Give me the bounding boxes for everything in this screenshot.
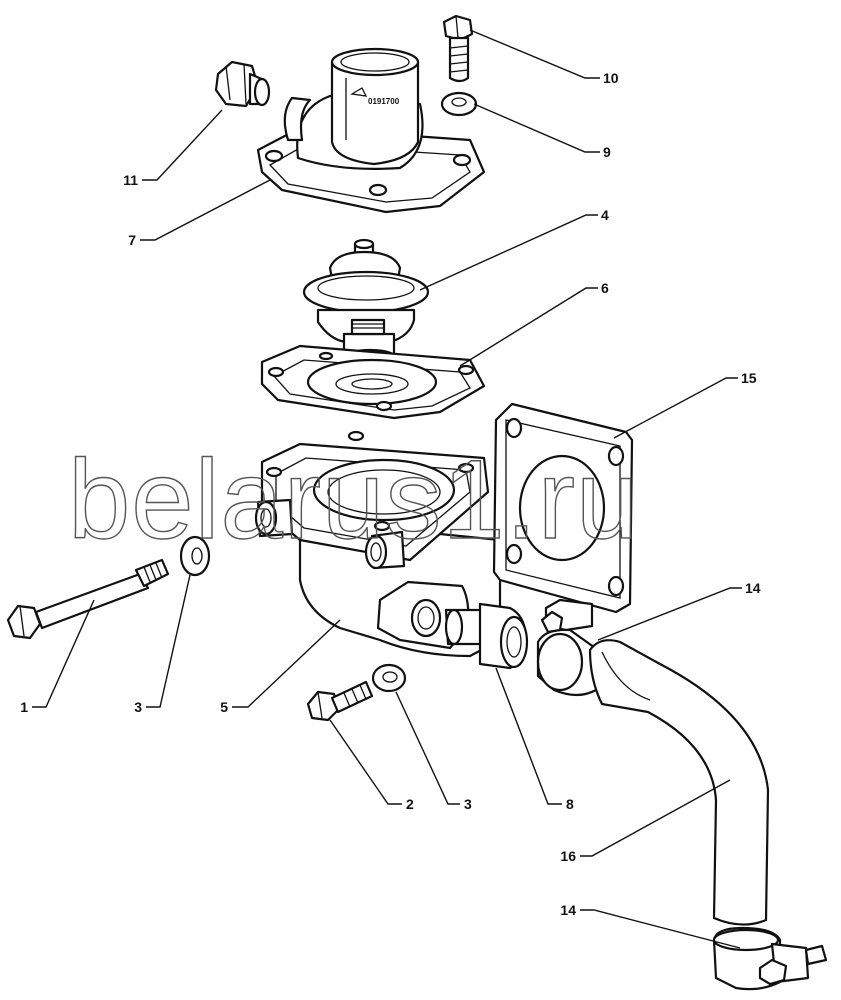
callout-10: 10: [603, 70, 619, 86]
callout-3-left: 3: [134, 699, 142, 715]
callout-6: 6: [601, 280, 609, 296]
flange-gasket: [492, 402, 634, 614]
washer-left: [179, 535, 211, 577]
callout-11: 11: [123, 172, 138, 188]
callout-8: 8: [566, 796, 574, 812]
callout-2: 2: [406, 796, 414, 812]
hose-clamp-lower: [712, 926, 828, 991]
long-bolt: [6, 558, 170, 640]
thermostat-cover: 0191700: [256, 47, 486, 214]
thermostat-housing: [254, 430, 529, 670]
callout-15: 15: [741, 370, 757, 386]
plug: [214, 60, 271, 108]
callout-14-lower: 14: [560, 902, 576, 918]
callout-14-upper: 14: [745, 580, 761, 596]
thermostat: [302, 238, 430, 386]
leader-lines: [32, 29, 742, 949]
coolant-hose: [588, 639, 770, 926]
callout-5: 5: [220, 699, 228, 715]
callout-3-right: 3: [464, 796, 472, 812]
callout-16: 16: [560, 848, 576, 864]
hose-clamp-upper: [536, 598, 600, 697]
callout-labels: 11 7 10 9 4 6 15 14 1 3 5 2 3 8 16 14: [20, 70, 761, 918]
watermark-text: belarus1.ru: [68, 437, 639, 562]
thermostat-gasket: [260, 344, 486, 420]
callout-4: 4: [601, 207, 609, 223]
callout-7: 7: [128, 232, 136, 248]
callout-9: 9: [603, 144, 611, 160]
short-bolt: [306, 680, 374, 722]
washer-right: [371, 663, 407, 693]
cover-bolt: [442, 14, 474, 83]
part-marking-stamp: 0191700: [368, 97, 400, 106]
cover-washer: [440, 91, 478, 117]
callout-1: 1: [20, 699, 28, 715]
